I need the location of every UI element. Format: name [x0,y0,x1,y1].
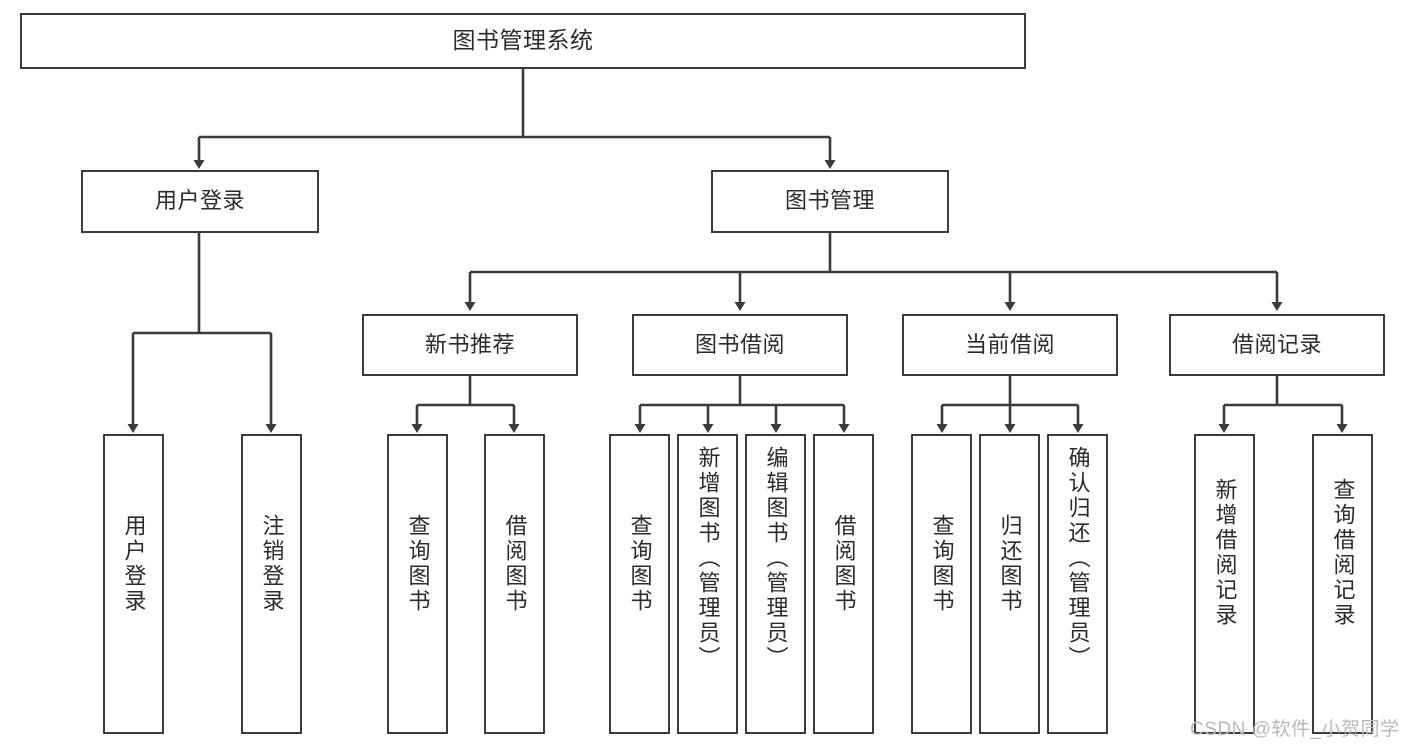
node-leaf-add-book-admin[interactable]: 新增图书（管理员） [677,434,738,734]
node-label: 确认归还（管理员） [1065,446,1091,671]
node-label: 新书推荐 [424,331,515,357]
node-label: 查询图书 [405,514,431,614]
node-new-book-recommend[interactable]: 新书推荐 [362,314,578,376]
node-leaf-borrow-book-recommend[interactable]: 借阅图书 [484,434,545,734]
node-leaf-add-borrow-record[interactable]: 新增借阅记录 [1194,434,1255,734]
node-current-borrow[interactable]: 当前借阅 [902,314,1118,376]
node-leaf-query-book-current[interactable]: 查询图书 [911,434,972,734]
node-label: 编辑图书（管理员） [763,446,789,671]
node-leaf-query-borrow-record[interactable]: 查询借阅记录 [1312,434,1373,734]
node-label: 图书管理系统 [452,27,594,54]
node-label: 当前借阅 [964,331,1055,357]
node-label: 查询图书 [929,514,955,614]
node-leaf-edit-book-admin[interactable]: 编辑图书（管理员） [745,434,806,734]
node-label: 图书管理 [784,188,875,214]
node-label: 查询借阅记录 [1330,478,1356,628]
node-label: 新增借阅记录 [1212,478,1238,628]
node-label: 用户登录 [154,188,245,214]
node-book-management[interactable]: 图书管理 [711,170,949,233]
node-leaf-borrow-book[interactable]: 借阅图书 [813,434,874,734]
node-label: 用户登录 [121,514,147,614]
csdn-watermark: CSDN @软件_小贺同学 [1190,719,1400,740]
node-leaf-query-book-recommend[interactable]: 查询图书 [387,434,448,734]
node-label: 借阅图书 [502,514,528,614]
node-leaf-user-login[interactable]: 用户登录 [103,434,164,734]
node-book-borrow[interactable]: 图书借阅 [632,314,848,376]
node-leaf-return-book[interactable]: 归还图书 [979,434,1040,734]
node-label: 新增图书（管理员） [695,446,721,671]
node-leaf-query-book-borrow[interactable]: 查询图书 [609,434,670,734]
node-borrow-record[interactable]: 借阅记录 [1169,314,1385,376]
node-label: 注销登录 [259,514,285,614]
node-root-system[interactable]: 图书管理系统 [20,13,1026,69]
node-label: 借阅图书 [831,514,857,614]
node-user-login[interactable]: 用户登录 [81,170,319,233]
node-leaf-confirm-return-admin[interactable]: 确认归还（管理员） [1047,434,1108,734]
node-label: 查询图书 [627,514,653,614]
node-label: 归还图书 [997,514,1023,614]
node-label: 借阅记录 [1231,331,1322,357]
node-label: 图书借阅 [694,331,785,357]
node-leaf-logout[interactable]: 注销登录 [241,434,302,734]
